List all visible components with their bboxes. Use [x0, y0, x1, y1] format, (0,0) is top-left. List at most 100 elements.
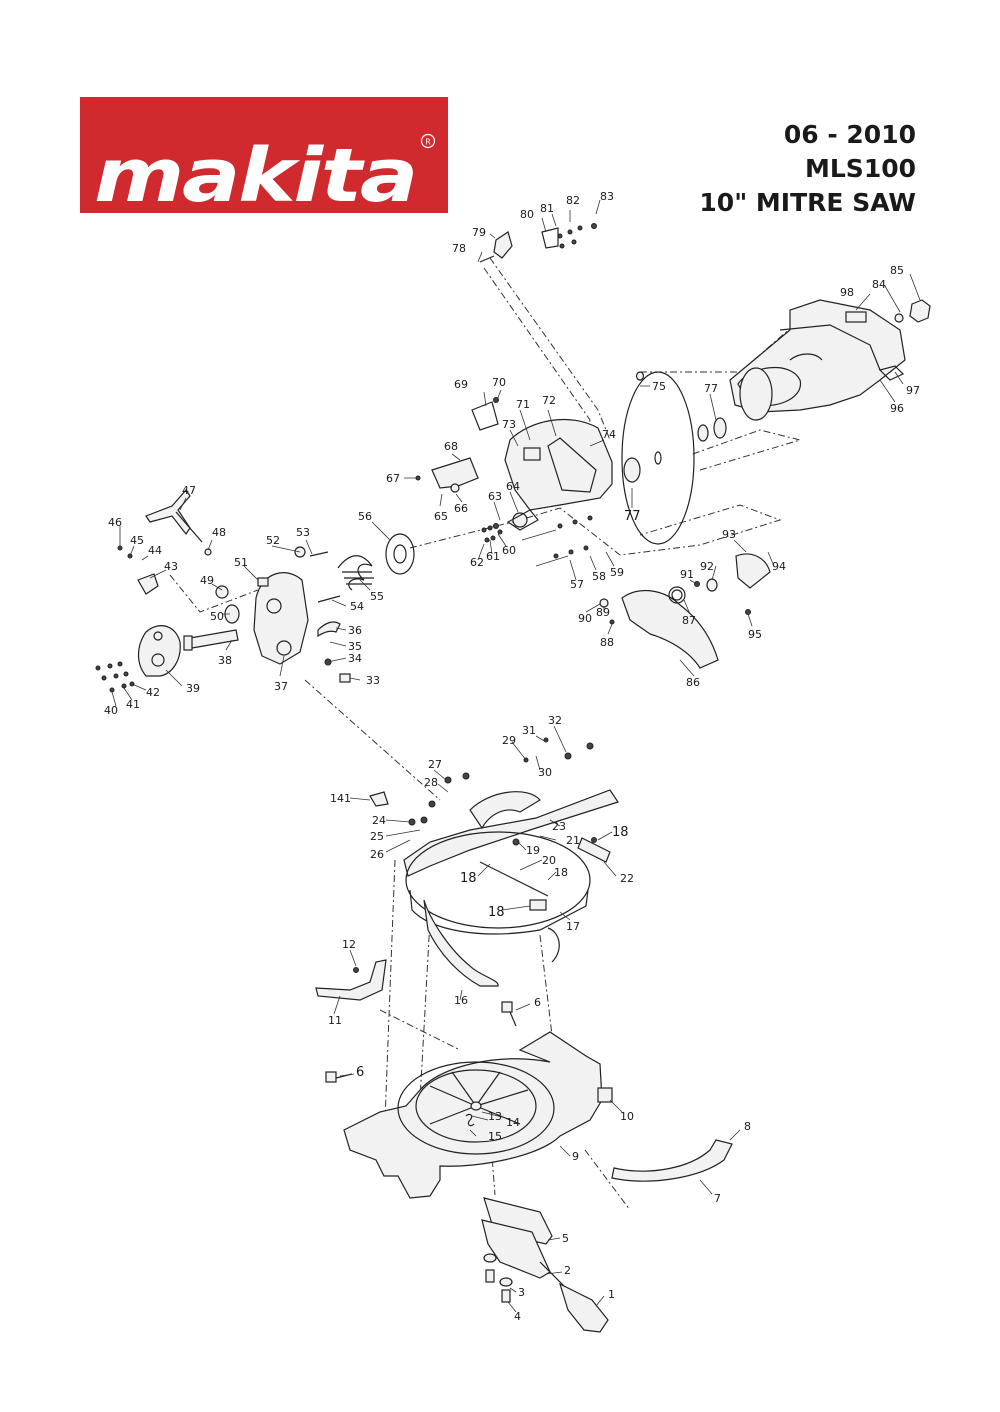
upper-blade-guard-group	[415, 397, 613, 511]
callout-29: 29	[502, 734, 516, 747]
callout-70: 70	[492, 376, 506, 389]
callout-79: 79	[472, 226, 486, 239]
callout-88: 88	[600, 636, 614, 649]
callout-68: 68	[444, 440, 458, 453]
base-group	[325, 1001, 733, 1199]
document-date: 06 - 2010	[783, 120, 916, 149]
callout-labels: 1 2 3 4 5 6 6 7 8 9 10 11 12 13 14 15 16…	[104, 190, 920, 1323]
product-name: 10" MITRE SAW	[699, 188, 916, 217]
callout-67: 67	[386, 472, 400, 485]
callout-92: 92	[700, 560, 714, 573]
makita-logo: makita R	[80, 97, 448, 213]
callout-96: 96	[890, 402, 904, 415]
callout-22: 22	[620, 872, 634, 885]
callout-72: 72	[542, 394, 556, 407]
callout-32: 32	[548, 714, 562, 727]
callout-18: 18	[488, 905, 505, 920]
callout-39: 39	[186, 682, 200, 695]
callout-141: 141	[330, 792, 351, 805]
callout-38: 38	[218, 654, 232, 667]
registered-mark-icon	[420, 133, 436, 149]
callout-34: 34	[348, 652, 362, 665]
callout-59: 59	[610, 566, 624, 579]
callout-25: 25	[370, 830, 384, 843]
callout-18: 18	[612, 825, 629, 840]
callout-73: 73	[502, 418, 516, 431]
callout-18: 18	[554, 866, 568, 879]
saw-blade-group	[621, 371, 695, 545]
callout-46: 46	[108, 516, 122, 529]
callout-54: 54	[350, 600, 364, 613]
callout-63: 63	[488, 490, 502, 503]
callout-53: 53	[296, 526, 310, 539]
callout-55: 55	[370, 590, 384, 603]
turntable-group	[315, 737, 619, 1001]
callout-50: 50	[210, 610, 224, 623]
callout-37: 37	[274, 680, 288, 693]
callout-82: 82	[566, 194, 580, 207]
callout-8: 8	[744, 1120, 751, 1133]
callout-13: 13	[488, 1110, 502, 1123]
title-block: 06 - 2010 MLS100 10" MITRE SAW	[699, 118, 916, 220]
callout-81: 81	[540, 202, 554, 215]
callout-40: 40	[104, 704, 118, 717]
callout-6: 6	[356, 1065, 364, 1080]
motor-housing-group	[697, 299, 931, 442]
callout-43: 43	[164, 560, 178, 573]
callout-47: 47	[182, 484, 196, 497]
callout-66: 66	[454, 502, 468, 515]
callout-94: 94	[772, 560, 786, 573]
arm-and-spring-group	[95, 489, 415, 693]
callout-10: 10	[620, 1110, 634, 1123]
callout-17: 17	[566, 920, 580, 933]
callout-87: 87	[682, 614, 696, 627]
callout-52: 52	[266, 534, 280, 547]
callout-78: 78	[452, 242, 466, 255]
callout-98: 98	[840, 286, 854, 299]
callout-44: 44	[148, 544, 162, 557]
callout-41: 41	[126, 698, 140, 711]
callout-89: 89	[596, 606, 610, 619]
callout-74: 74	[602, 428, 616, 441]
callout-2: 2	[564, 1264, 571, 1277]
lower-blade-guard-group	[599, 553, 771, 669]
callout-45: 45	[130, 534, 144, 547]
callout-31: 31	[522, 724, 536, 737]
callout-18: 18	[460, 871, 477, 886]
callout-9: 9	[572, 1150, 579, 1163]
callout-69: 69	[454, 378, 468, 391]
callout-83: 83	[600, 190, 614, 203]
callout-5: 5	[562, 1232, 569, 1245]
callout-12: 12	[342, 938, 356, 951]
callout-58: 58	[592, 570, 606, 583]
assembly-lines	[169, 257, 802, 1211]
callout-93: 93	[722, 528, 736, 541]
callout-49: 49	[200, 574, 214, 587]
turntable-lock-group	[481, 1197, 609, 1333]
callout-42: 42	[146, 686, 160, 699]
callout-19: 19	[526, 844, 540, 857]
callout-97: 97	[906, 384, 920, 397]
callout-30: 30	[538, 766, 552, 779]
callout-14: 14	[506, 1116, 520, 1129]
pivot-bracket-group	[481, 509, 593, 567]
callout-20: 20	[542, 854, 556, 867]
callout-21: 21	[566, 834, 580, 847]
callout-95: 95	[748, 628, 762, 641]
logo-wordmark: makita	[94, 133, 416, 213]
callout-77: 77	[704, 382, 718, 395]
callout-65: 65	[434, 510, 448, 523]
callout-77: 77	[624, 509, 641, 524]
callout-27: 27	[428, 758, 442, 771]
switch-handle-hook-group	[479, 223, 597, 263]
callout-60: 60	[502, 544, 516, 557]
callout-71: 71	[516, 398, 530, 411]
callout-1: 1	[608, 1288, 615, 1301]
callout-15: 15	[488, 1130, 502, 1143]
callout-57: 57	[570, 578, 584, 591]
callout-23: 23	[552, 820, 566, 833]
callout-56: 56	[358, 510, 372, 523]
callout-26: 26	[370, 848, 384, 861]
callout-62: 62	[470, 556, 484, 569]
